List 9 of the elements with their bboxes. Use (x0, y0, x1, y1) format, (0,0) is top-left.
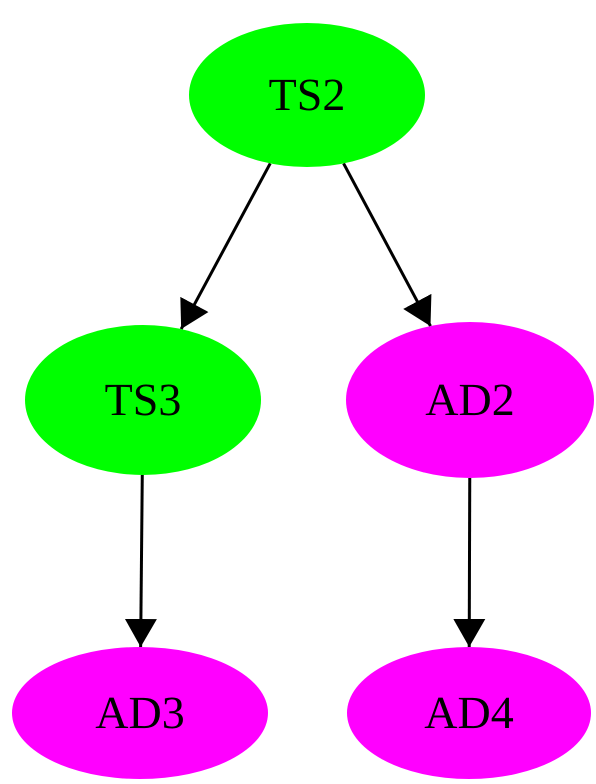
node-label: AD3 (95, 690, 185, 736)
node-label: TS2 (268, 72, 346, 118)
arrow (342, 162, 432, 327)
node-label: AD4 (424, 690, 514, 736)
node-label: AD2 (425, 377, 515, 423)
arrow (124, 474, 157, 648)
arrow (453, 478, 486, 647)
arrow (180, 162, 272, 330)
node-label: TS3 (104, 377, 182, 423)
